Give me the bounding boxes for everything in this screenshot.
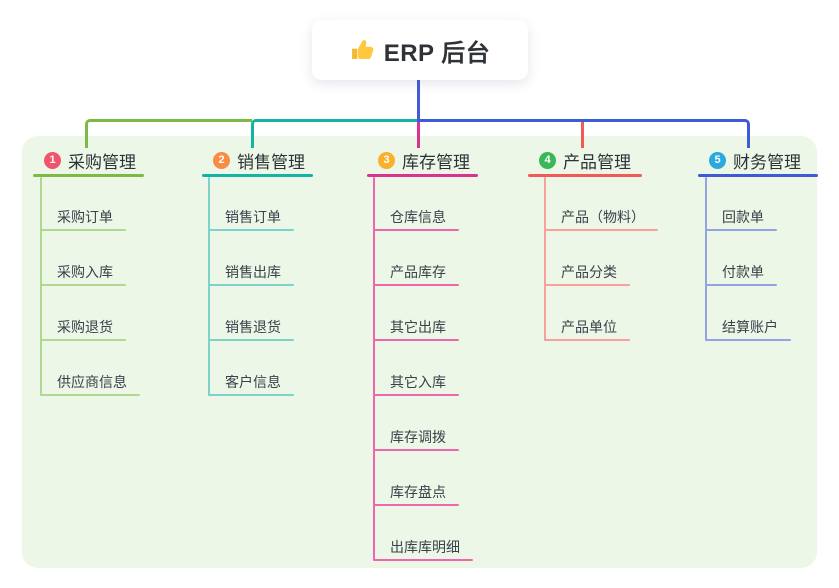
branch-children-connector-finance [705,177,707,341]
root-node-label: ERP 后台 [383,39,491,67]
branch-underline-inventory [367,174,478,177]
branch-label: 销售管理 [237,152,305,172]
connector-elbow-sales [251,119,418,148]
branch-node-purchase[interactable]: 1 采购管理 [44,147,136,173]
child-node-purchase-4[interactable]: 供应商信息 [57,374,127,390]
child-underline-product-3 [544,339,630,341]
branch-badge: 3 [378,151,395,169]
child-underline-purchase-3 [40,339,126,341]
connector-elbow-finance [418,119,750,148]
branch-label: 财务管理 [733,152,801,172]
branch-label: 采购管理 [68,152,136,172]
child-underline-sales-1 [208,229,294,231]
thumbs-up-icon [350,38,375,63]
connector-drop-product [581,122,584,148]
root-node[interactable]: ERP 后台 [312,20,528,80]
branch-underline-purchase [33,174,144,177]
child-underline-inventory-6 [373,504,459,506]
branch-underline-sales [202,174,313,177]
child-node-inventory-1[interactable]: 仓库信息 [390,209,446,225]
child-underline-finance-1 [705,229,777,231]
branch-underline-product [528,174,642,177]
child-node-purchase-3[interactable]: 采购退货 [57,319,113,335]
connector-drop-inventory [416,122,420,148]
child-node-inventory-5[interactable]: 库存调拨 [390,429,446,445]
child-underline-sales-3 [208,339,294,341]
branch-node-product[interactable]: 4 产品管理 [539,147,631,173]
child-underline-inventory-5 [373,449,459,451]
child-node-inventory-3[interactable]: 其它出库 [390,319,446,335]
branch-children-connector-purchase [40,177,42,396]
child-node-product-1[interactable]: 产品（物料） [561,209,645,225]
child-underline-inventory-7 [373,559,473,561]
child-underline-sales-4 [208,394,294,396]
child-node-finance-2[interactable]: 付款单 [722,264,764,280]
branch-node-finance[interactable]: 5 财务管理 [709,147,801,173]
child-node-finance-1[interactable]: 回款单 [722,209,764,225]
child-node-product-3[interactable]: 产品单位 [561,319,617,335]
branch-badge: 1 [44,151,61,169]
child-underline-purchase-2 [40,284,126,286]
child-underline-sales-2 [208,284,294,286]
connector-root-vertical [416,80,420,122]
child-node-purchase-2[interactable]: 采购入库 [57,264,113,280]
child-underline-purchase-4 [40,394,140,396]
child-node-sales-1[interactable]: 销售订单 [225,209,281,225]
branch-label: 产品管理 [563,152,631,172]
child-node-inventory-2[interactable]: 产品库存 [390,264,446,280]
child-underline-inventory-3 [373,339,459,341]
child-node-finance-3[interactable]: 结算账户 [722,319,778,335]
branch-node-sales[interactable]: 2 销售管理 [213,147,305,173]
mindmap-background-panel [22,136,817,568]
branch-badge: 5 [709,151,726,169]
child-underline-finance-2 [705,284,777,286]
child-node-inventory-4[interactable]: 其它入库 [390,374,446,390]
branch-underline-finance [698,174,818,177]
child-underline-purchase-1 [40,229,126,231]
branch-children-connector-inventory [373,177,375,561]
branch-badge: 2 [213,151,230,169]
branch-children-connector-sales [208,177,210,396]
connector-elbow-purchase [85,119,252,148]
child-underline-product-2 [544,284,630,286]
child-underline-finance-3 [705,339,791,341]
branch-children-connector-product [544,177,546,341]
child-underline-product-1 [544,229,658,231]
branch-node-inventory[interactable]: 3 库存管理 [378,147,470,173]
branch-label: 库存管理 [402,152,470,172]
child-node-purchase-1[interactable]: 采购订单 [57,209,113,225]
child-node-inventory-6[interactable]: 库存盘点 [390,484,446,500]
child-underline-inventory-2 [373,284,459,286]
child-node-sales-2[interactable]: 销售出库 [225,264,281,280]
child-underline-inventory-4 [373,394,459,396]
branch-badge: 4 [539,151,556,169]
child-node-inventory-7[interactable]: 出库库明细 [390,539,460,555]
child-node-sales-3[interactable]: 销售退货 [225,319,281,335]
child-node-product-2[interactable]: 产品分类 [561,264,617,280]
child-underline-inventory-1 [373,229,459,231]
child-node-sales-4[interactable]: 客户信息 [225,374,281,390]
